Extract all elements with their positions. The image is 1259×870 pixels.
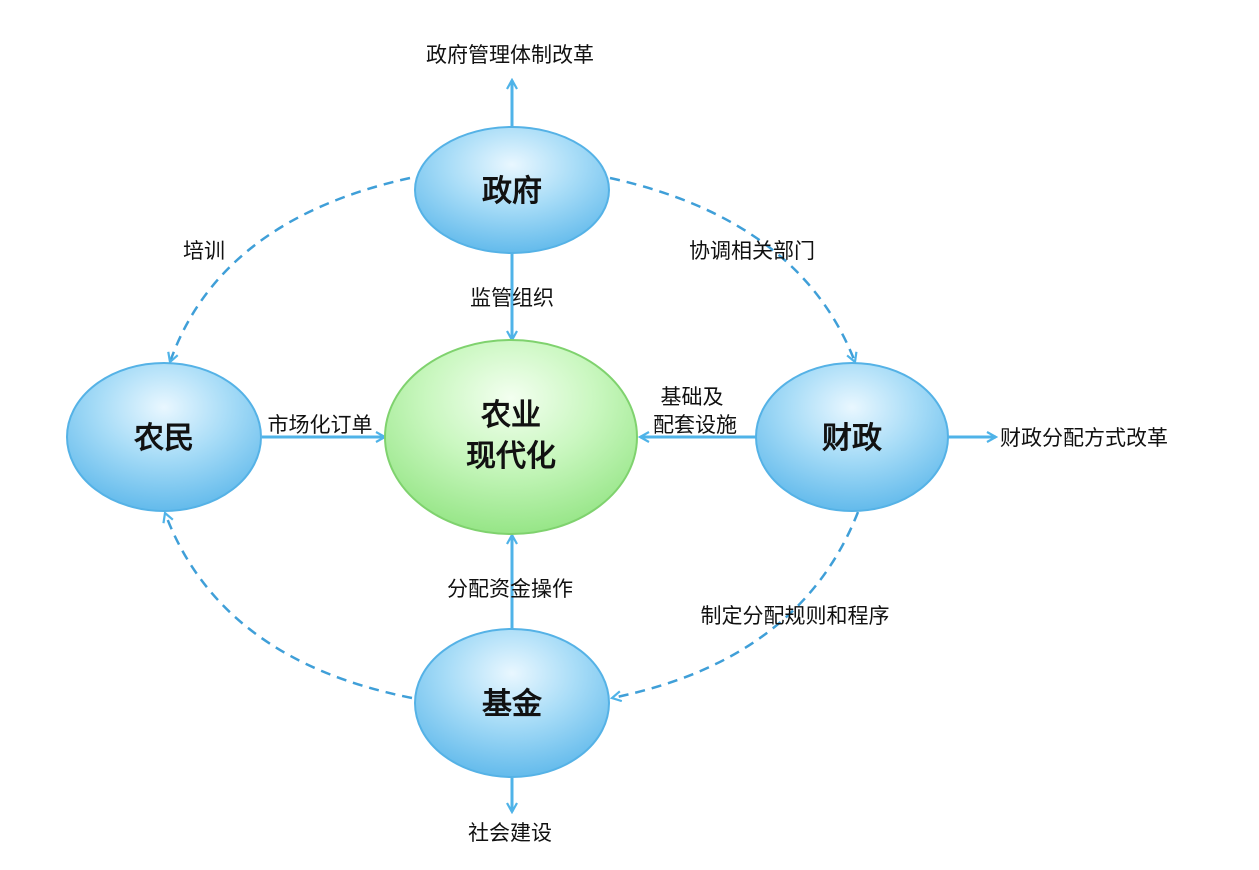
node-farmers-label: 农民 xyxy=(133,421,194,456)
node-fund: 基金 xyxy=(414,628,610,778)
center-label-line2: 现代化 xyxy=(466,439,556,474)
node-government-label: 政府 xyxy=(482,174,542,209)
node-finance: 财政 xyxy=(755,362,949,512)
edge-label-training: 培训 xyxy=(183,239,225,263)
arrow-finance-to-fund xyxy=(612,511,860,698)
edge-label-infra-line2: 配套设施 xyxy=(653,413,737,437)
arrow-gov-to-farmers xyxy=(170,176,411,362)
arrow-fund-to-farmers xyxy=(165,513,413,700)
edge-label-supervise: 监管组织 xyxy=(470,286,554,310)
edge-label-coordinate: 协调相关部门 xyxy=(689,239,815,263)
node-farmers: 农民 xyxy=(66,362,262,512)
outer-label-top: 政府管理体制改革 xyxy=(426,43,594,67)
outer-label-bottom: 社会建设 xyxy=(468,821,552,845)
node-agri-modernization: 农业 现代化 xyxy=(384,339,638,535)
edge-label-market-orders: 市场化订单 xyxy=(268,413,373,437)
edge-label-infra-line1: 基础及 xyxy=(661,385,724,409)
edge-label-allocate-funds: 分配资金操作 xyxy=(447,577,573,601)
node-government: 政府 xyxy=(414,126,610,254)
outer-label-right: 财政分配方式改革 xyxy=(1000,426,1168,450)
arrow-gov-to-finance xyxy=(609,176,855,362)
center-label-line1: 农业 xyxy=(480,398,541,433)
edge-label-rules: 制定分配规则和程序 xyxy=(701,604,890,628)
node-finance-label: 财政 xyxy=(822,421,882,456)
node-fund-label: 基金 xyxy=(482,687,543,722)
